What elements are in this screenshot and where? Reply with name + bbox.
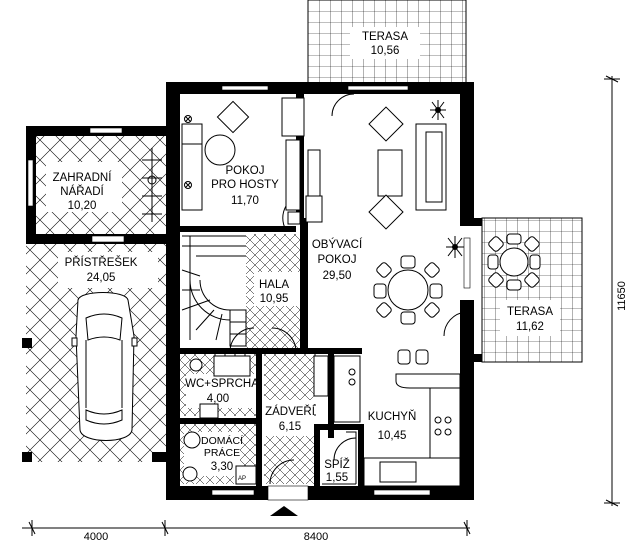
zahradni-area: 10,20 — [68, 200, 97, 212]
utility-furniture — [182, 431, 257, 485]
obyvaci-area: 29,50 — [323, 270, 352, 282]
light-fixture-icon — [430, 100, 464, 258]
wc-name: WC+SPRCHA — [185, 378, 259, 390]
zahradni-name-2: NÁŘADÍ — [60, 185, 104, 198]
spiz-area: 1,55 — [326, 472, 348, 484]
terasa-right — [481, 217, 583, 363]
terasa-top — [307, 0, 467, 89]
walls — [22, 82, 482, 501]
terrace-furniture — [487, 233, 541, 291]
terasa-right-area: 11,62 — [516, 321, 544, 333]
kuchyn-area: 10,45 — [378, 430, 407, 442]
zadveri-name: ZÁDVEŘÍ — [265, 405, 316, 418]
wc-area: 4,00 — [207, 393, 229, 405]
domaci-name-1: DOMÁCÍ — [201, 434, 243, 447]
kitchen-furniture — [313, 355, 461, 487]
terasa-right-name: TERASA — [507, 306, 553, 318]
pokoj-name-1: POKOJ — [226, 165, 265, 177]
pokoj-name-2: PRO HOSTY — [211, 179, 279, 191]
hala-name: HALA — [259, 279, 289, 291]
doors — [229, 93, 467, 485]
dim-right-width: 8400 — [304, 531, 328, 543]
pristresek-area: 24,05 — [87, 272, 116, 284]
obyvaci-name-1: OBÝVACÍ — [312, 238, 363, 251]
car-icon — [71, 292, 138, 441]
spiz-name: SPÍŽ — [324, 458, 350, 471]
pristresek-name: PŘÍSTŘEŠEK — [65, 256, 138, 269]
terasa-top-name: TERASA — [362, 31, 408, 43]
garden-shed-items — [142, 148, 162, 222]
kuchyn-name: KUCHYŇ — [368, 410, 417, 423]
entrance-arrow-icon — [270, 506, 298, 516]
terasa-top-area: 10,56 — [371, 45, 400, 57]
ap-marker: AP — [238, 476, 246, 482]
guest-room-furniture — [181, 97, 323, 225]
stairs — [181, 235, 247, 347]
pokoj-area: 11,70 — [231, 195, 259, 207]
hala-area: 10,95 — [260, 293, 289, 305]
obyvaci-name-2: POKOJ — [318, 254, 357, 266]
dim-left-width: 4000 — [84, 531, 108, 543]
zahradni-name-1: ZAHRADNÍ — [53, 171, 113, 184]
domaci-name-2: PRÁCE — [204, 446, 240, 459]
living-room-furniture — [368, 106, 447, 365]
wc-furniture — [189, 355, 251, 419]
pantry-shelves — [322, 431, 357, 485]
domaci-area: 3,30 — [211, 461, 233, 473]
dimension-lines: 4000 8400 11650 — [22, 75, 628, 543]
zadveri-area: 6,15 — [279, 421, 301, 433]
room-labels: TERASA 10,56 POKOJ PRO HOSTY 11,70 ZAHRA… — [53, 31, 554, 484]
dim-height: 11650 — [616, 281, 628, 311]
